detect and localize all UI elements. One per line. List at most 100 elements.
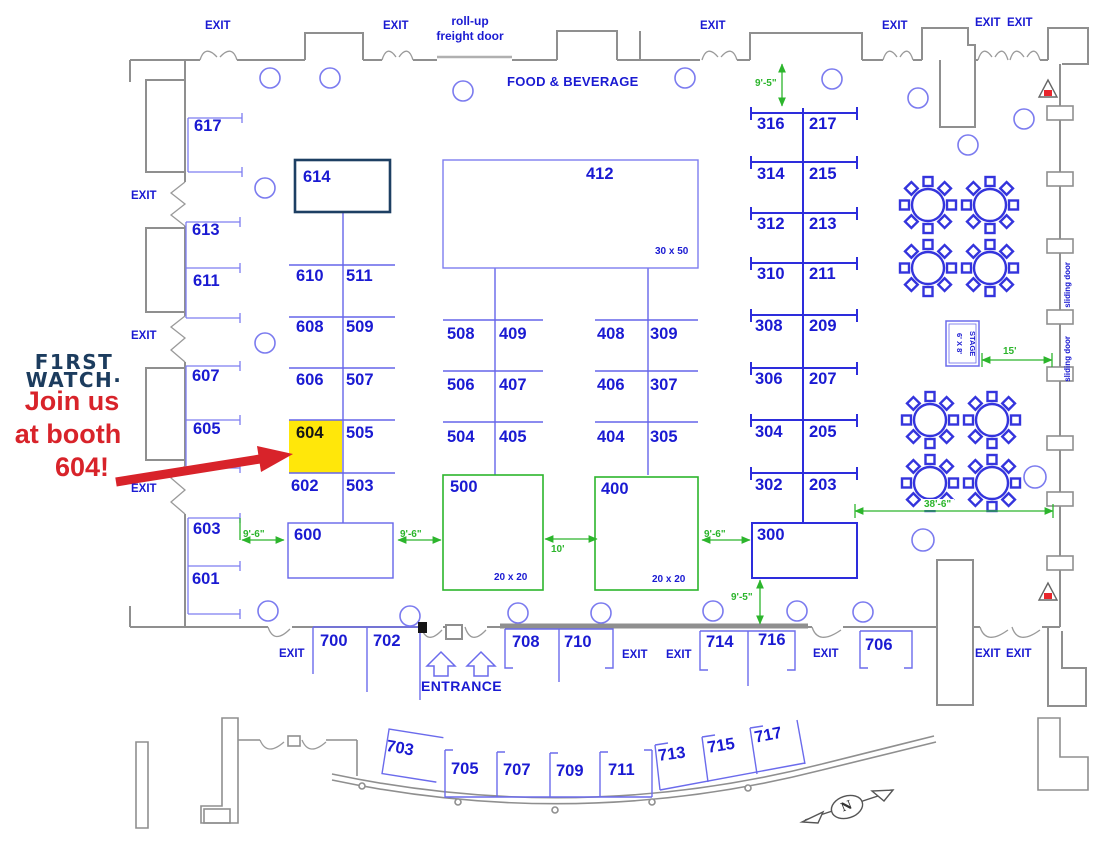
booth-number: 300 — [757, 526, 785, 544]
exit-label: EXIT — [700, 20, 726, 32]
booth-number: 503 — [346, 477, 374, 495]
wall-post — [418, 622, 427, 633]
logo-line2: WATCH· — [25, 368, 123, 392]
dimension-label: 9'-5" — [731, 592, 753, 603]
booth-number: 610 — [296, 267, 324, 285]
logo-line1: F1RST — [34, 350, 114, 374]
exit-label: EXIT — [882, 20, 908, 32]
center-booth-grid — [287, 159, 699, 579]
booth-number: 217 — [809, 115, 837, 133]
exit-label: EXIT — [975, 17, 1001, 29]
entrance-arrows-icon — [425, 650, 497, 677]
booth-number: 203 — [809, 476, 837, 494]
booth-number: 705 — [451, 760, 479, 778]
booth-number: 310 — [757, 265, 785, 283]
booth-number: 408 — [597, 325, 625, 343]
booth-number: 507 — [346, 371, 374, 389]
booth-number: 205 — [809, 423, 837, 441]
right-wall-pillars — [1046, 105, 1074, 571]
dimension-label: 9'-5" — [755, 78, 777, 89]
booth-number: 601 — [192, 570, 220, 588]
warning-triangle-bottom-icon — [1037, 581, 1059, 601]
booth-number: 309 — [650, 325, 678, 343]
booth-number: 617 — [194, 117, 222, 135]
booth-number: 614 — [303, 168, 331, 186]
booth-number: 602 — [291, 477, 319, 495]
booth-number: 312 — [757, 215, 785, 233]
booth-number: 314 — [757, 165, 785, 183]
booth-number: 306 — [755, 370, 783, 388]
booth-number: 500 — [450, 478, 478, 496]
booth-number: 613 — [192, 221, 220, 239]
booth-number: 508 — [447, 325, 475, 343]
booth-number: 307 — [650, 376, 678, 394]
booth-number: 607 — [192, 367, 220, 385]
dimension-label: 15' — [1003, 346, 1017, 357]
booth-614-box — [293, 158, 392, 214]
red-arrow-icon — [115, 446, 293, 487]
highlight-booth-604 — [289, 420, 342, 473]
walls — [129, 27, 1089, 707]
exit-label: EXIT — [975, 648, 1001, 660]
stage-label: STAGE 6' X 8' — [955, 331, 977, 357]
exit-label: EXIT — [205, 20, 231, 32]
booth-number: 400 — [601, 480, 629, 498]
warning-triangle-top-icon — [1037, 78, 1059, 98]
bottom-booth-brackets — [312, 626, 913, 700]
booth-number: 606 — [296, 371, 324, 389]
booth-number: 506 — [447, 376, 475, 394]
booth-number: 409 — [499, 325, 527, 343]
right-booth-grid — [750, 107, 858, 579]
exit-label: EXIT — [813, 648, 839, 660]
booth-number: 308 — [755, 317, 783, 335]
exit-label: EXIT — [131, 330, 157, 342]
curved-wall — [135, 717, 1089, 829]
booth-number: 302 — [755, 476, 783, 494]
booth-number: 316 — [757, 115, 785, 133]
booth-number: 716 — [758, 631, 786, 649]
stage-box — [945, 320, 980, 367]
dimension-label: 9'-6" — [243, 529, 265, 540]
booth-number: 209 — [809, 317, 837, 335]
booth-number: 504 — [447, 428, 475, 446]
dimension-label: 9'-6" — [400, 529, 422, 540]
booth-number: 505 — [346, 424, 374, 442]
promo-text: 604! — [54, 452, 110, 482]
dimension-label: 10' — [551, 544, 565, 555]
booth-size-label: 20 x 20 — [494, 572, 528, 583]
booth-number: 215 — [809, 165, 837, 183]
compass-icon — [799, 789, 895, 824]
booth-number: 407 — [499, 376, 527, 394]
roll-up-freight-door-label: roll-up freight door — [436, 14, 504, 43]
booth-number: 608 — [296, 318, 324, 336]
exit-label: EXIT — [131, 190, 157, 202]
booth-number: 711 — [608, 761, 635, 779]
booth-number: 207 — [809, 370, 837, 388]
booth-number: 305 — [650, 428, 678, 446]
entrance-label: ENTRANCE — [421, 678, 502, 694]
booth-number: 600 — [294, 526, 322, 544]
booth-size-label: 20 x 20 — [652, 574, 686, 585]
promo-text: at booth — [14, 419, 122, 449]
booth-number: 404 — [597, 428, 625, 446]
exit-label: EXIT — [383, 20, 409, 32]
sliding-door-label: sliding door — [1063, 336, 1072, 382]
booth-number: 605 — [193, 420, 221, 438]
exit-label: EXIT — [131, 483, 157, 495]
booth-number: 709 — [556, 762, 584, 780]
exit-label: EXIT — [622, 649, 648, 661]
booth-size-label: 30 x 50 — [655, 246, 689, 257]
booth-number: 406 — [597, 376, 625, 394]
booth-number: 707 — [503, 761, 531, 779]
booth-number: 603 — [193, 520, 221, 538]
promo-text: Join us — [24, 386, 120, 416]
booth-number: 213 — [809, 215, 837, 233]
dimension-label: 9'-6" — [704, 529, 726, 540]
left-booth-brackets — [185, 113, 243, 619]
exit-label: EXIT — [1007, 17, 1033, 29]
food-beverage-label: FOOD & BEVERAGE — [507, 74, 639, 89]
booth-number: 702 — [373, 632, 401, 650]
booth-number: 700 — [320, 632, 348, 650]
dimension-lines — [239, 63, 1054, 625]
